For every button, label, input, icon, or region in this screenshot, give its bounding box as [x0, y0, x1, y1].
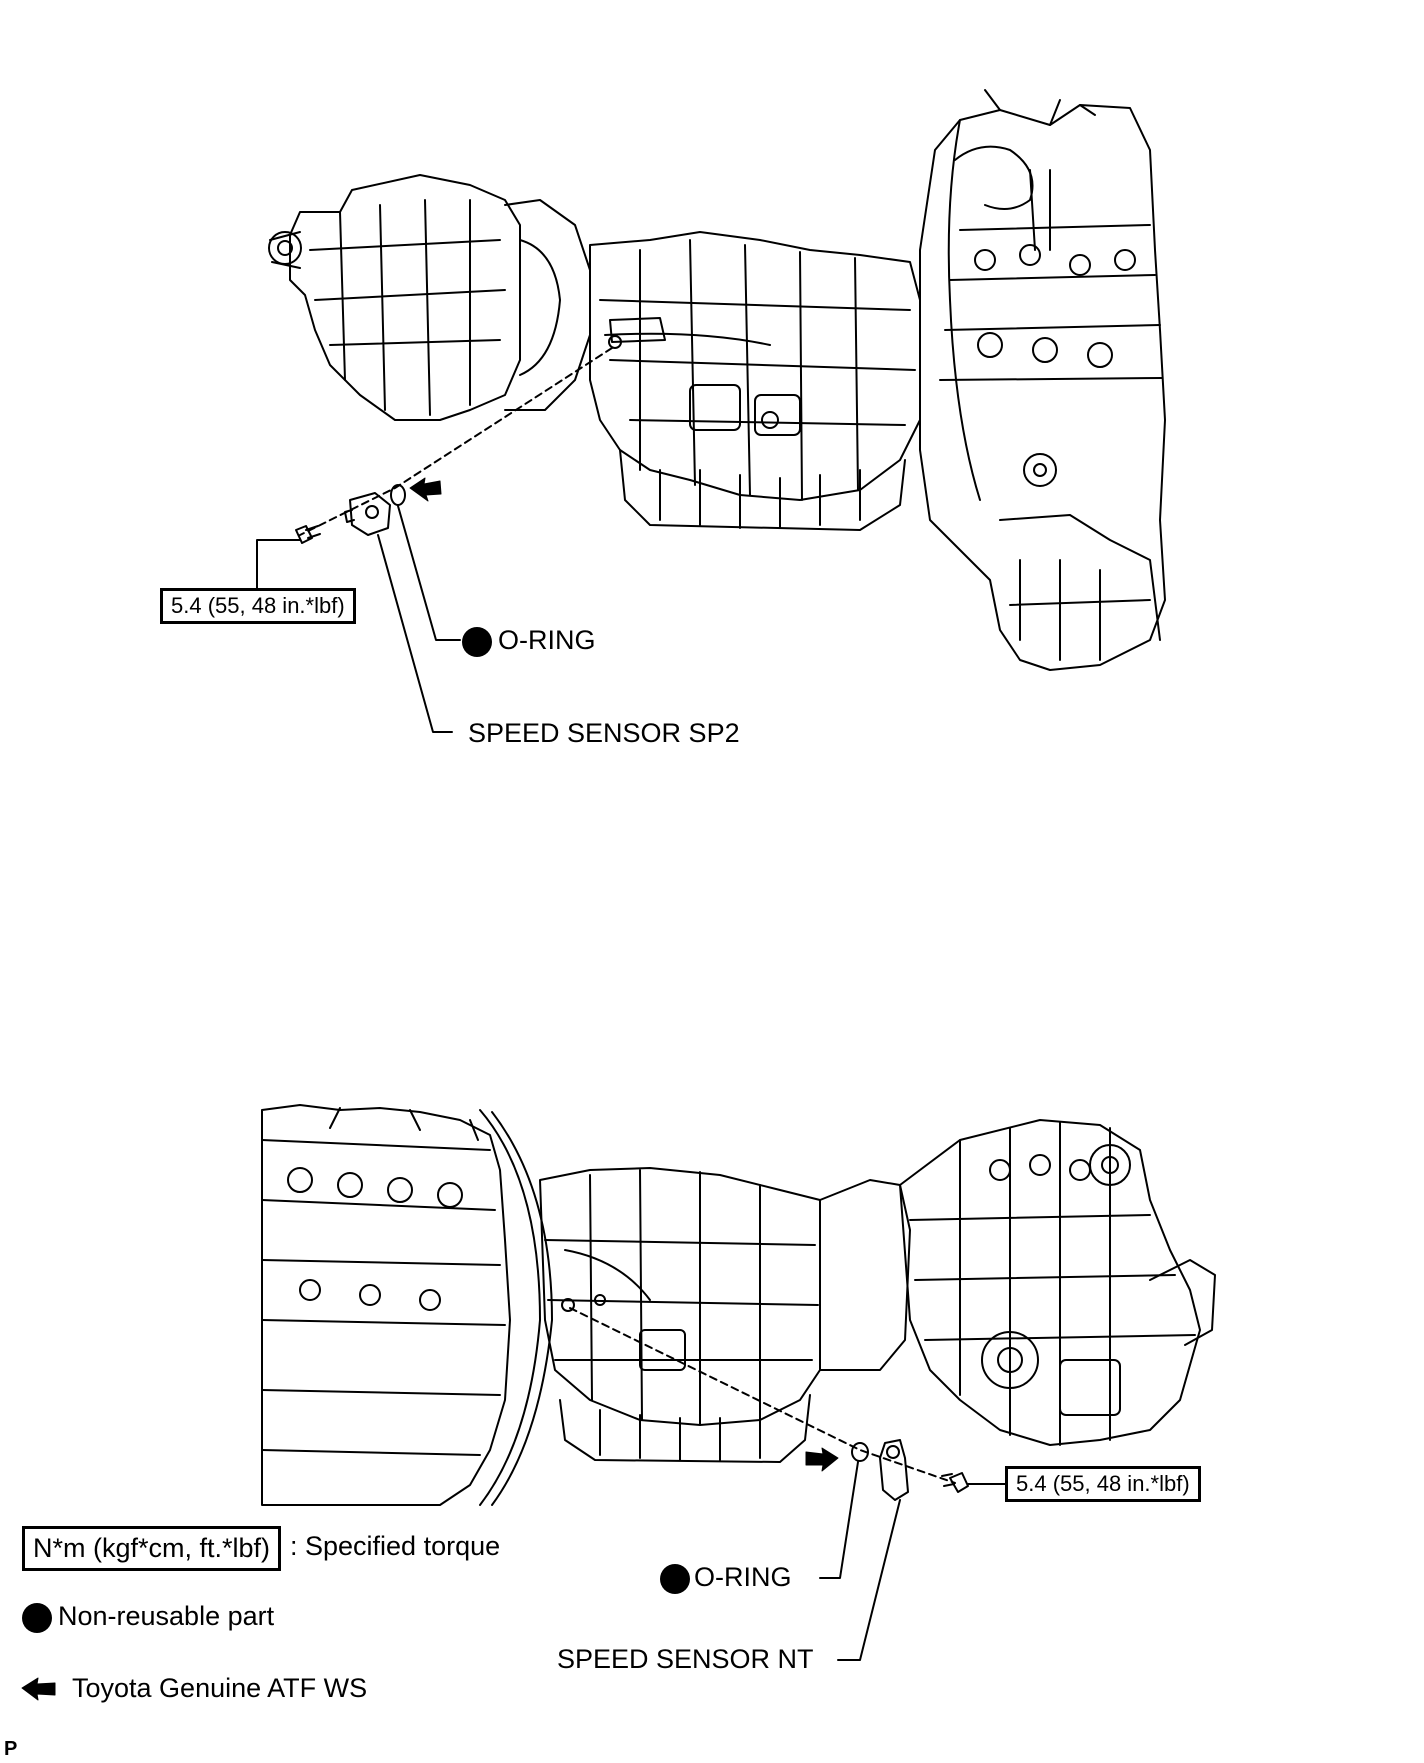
bottom-o-ring-part [851, 1442, 869, 1462]
legend-atf-arrow-icon [21, 1677, 56, 1701]
top-atf-arrow [409, 477, 442, 502]
bottom-torque-spec: 5.4 (55, 48 in.*lbf) [1005, 1466, 1201, 1502]
top-oring-label: O-RING [462, 627, 596, 657]
bottom-atf-arrow [805, 1447, 839, 1472]
legend-nonreusable-text: Non-reusable part [58, 1601, 275, 1632]
top-oring-text: O-RING [498, 625, 596, 656]
bottom-transmission-assembly [261, 1104, 1216, 1506]
bottom-speed-sensor-nt-part [879, 1439, 909, 1501]
top-torque-leader [256, 539, 301, 591]
top-bolt-part [295, 525, 321, 544]
bottom-sensor-label: SPEED SENSOR NT [557, 1644, 814, 1674]
legend-torque-desc: : Specified torque [290, 1531, 501, 1561]
top-transmission-assembly [268, 89, 1166, 671]
bottom-dashed-install-path [569, 1307, 956, 1484]
legend-atf: Toyota Genuine ATF WS [72, 1673, 368, 1703]
top-oring-leader [397, 505, 461, 641]
non-reusable-icon [660, 1564, 690, 1594]
bottom-sensor-leader [837, 1499, 901, 1661]
top-speed-sensor-sp2-part [344, 492, 391, 536]
bottom-oring-leader [819, 1461, 859, 1579]
bottom-bolt-part [941, 1472, 969, 1493]
top-sensor-label: SPEED SENSOR SP2 [468, 718, 740, 748]
bottom-oring-text: O-RING [694, 1562, 792, 1593]
non-reusable-icon [22, 1603, 52, 1633]
top-o-ring-part [390, 484, 406, 506]
legend-nonreusable: Non-reusable part [22, 1603, 274, 1633]
top-sensor-leader [377, 534, 453, 733]
legend-torque-unit-box: N*m (kgf*cm, ft.*lbf) [22, 1526, 282, 1571]
figure-reference-letter: P [4, 1738, 18, 1760]
top-torque-spec: 5.4 (55, 48 in.*lbf) [160, 588, 356, 624]
top-dashed-install-path [299, 347, 613, 536]
non-reusable-icon [462, 627, 492, 657]
bottom-oring-label: O-RING [660, 1564, 792, 1594]
